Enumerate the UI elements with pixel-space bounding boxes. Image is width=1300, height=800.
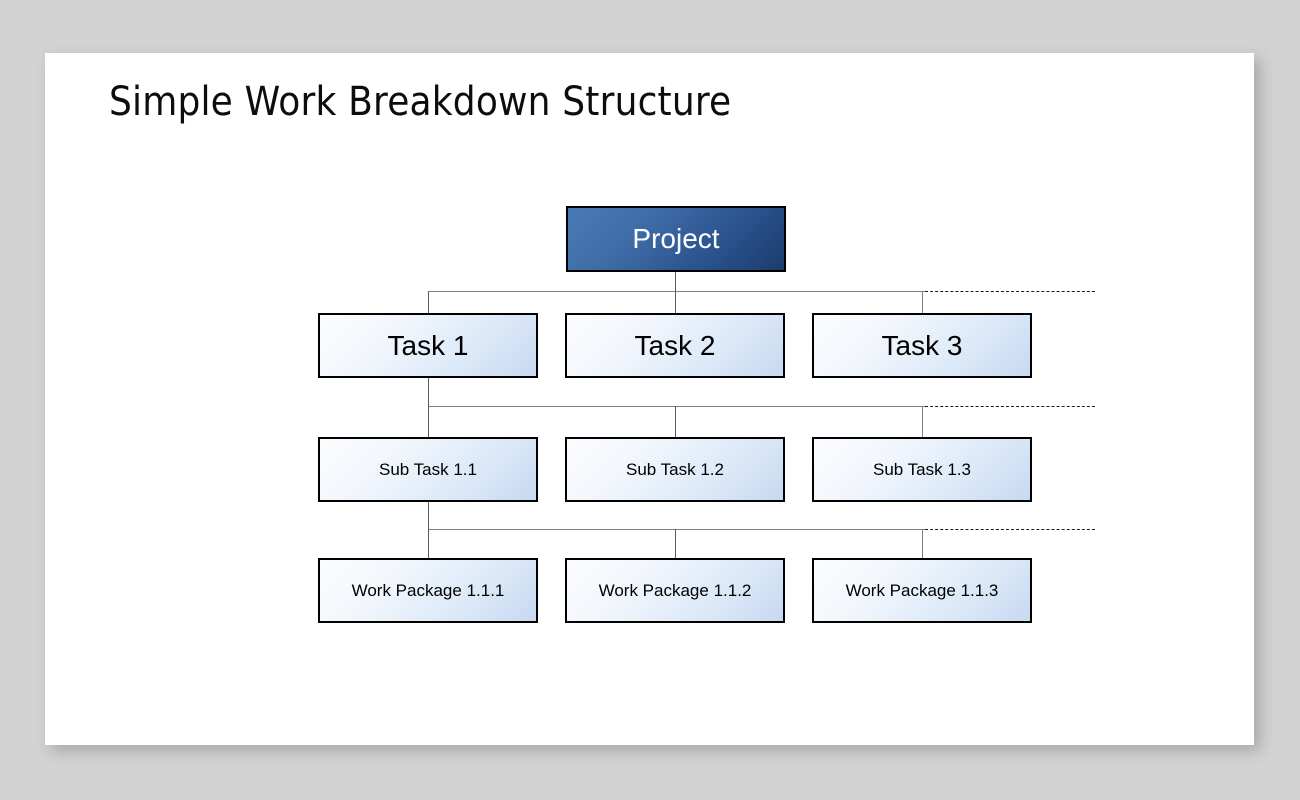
connector-drop-work-package-1	[428, 529, 429, 558]
wbs-node-label: Task 1	[387, 329, 469, 361]
wbs-node-work-package-1-1-2[interactable]: Work Package 1.1.2	[565, 558, 785, 623]
connector-drop-task-2	[675, 291, 676, 313]
wbs-node-sub-task-1-1[interactable]: Sub Task 1.1	[318, 437, 538, 502]
wbs-node-label: Work Package 1.1.3	[845, 580, 999, 600]
wbs-node-task-3[interactable]: Task 3	[812, 313, 1032, 378]
connector-bus-task-level-continuation	[925, 291, 1095, 292]
wbs-node-label: Project	[632, 223, 720, 254]
wbs-diagram: Project Task 1 Task 2 Task 3 Sub Tas	[45, 53, 1254, 745]
wbs-node-label: Task 3	[881, 329, 963, 361]
slide-canvas: Simple Work Breakdown Structure Project …	[45, 53, 1254, 745]
connector-bus-sub-task-level-continuation	[925, 406, 1095, 407]
connector-drop-work-package-3	[922, 529, 923, 558]
connector-sub-task-1-1-stem	[428, 502, 429, 529]
wbs-node-label: Sub Task 1.2	[626, 459, 724, 479]
wbs-node-label: Task 2	[634, 329, 716, 361]
connector-root-stem	[675, 272, 676, 291]
connector-drop-sub-task-2	[675, 406, 676, 437]
connector-drop-work-package-2	[675, 529, 676, 558]
connector-drop-sub-task-1	[428, 406, 429, 437]
connector-drop-sub-task-3	[922, 406, 923, 437]
connector-bus-work-package-level-continuation	[925, 529, 1095, 530]
connector-task-1-stem	[428, 378, 429, 406]
wbs-node-label: Sub Task 1.3	[873, 459, 971, 479]
page-title: Simple Work Breakdown Structure	[109, 79, 732, 125]
wbs-node-label: Work Package 1.1.1	[351, 580, 505, 600]
wbs-node-label: Work Package 1.1.2	[598, 580, 752, 600]
wbs-node-project[interactable]: Project	[566, 206, 786, 272]
wbs-node-work-package-1-1-1[interactable]: Work Package 1.1.1	[318, 558, 538, 623]
connector-bus-work-package-level	[428, 529, 925, 530]
wbs-node-work-package-1-1-3[interactable]: Work Package 1.1.3	[812, 558, 1032, 623]
wbs-node-sub-task-1-2[interactable]: Sub Task 1.2	[565, 437, 785, 502]
wbs-node-task-1[interactable]: Task 1	[318, 313, 538, 378]
wbs-node-label: Sub Task 1.1	[379, 459, 477, 479]
connector-bus-sub-task-level	[428, 406, 925, 407]
connector-bus-task-level	[428, 291, 925, 292]
wbs-node-task-2[interactable]: Task 2	[565, 313, 785, 378]
connector-drop-task-3	[922, 291, 923, 313]
connector-drop-task-1	[428, 291, 429, 313]
wbs-node-sub-task-1-3[interactable]: Sub Task 1.3	[812, 437, 1032, 502]
